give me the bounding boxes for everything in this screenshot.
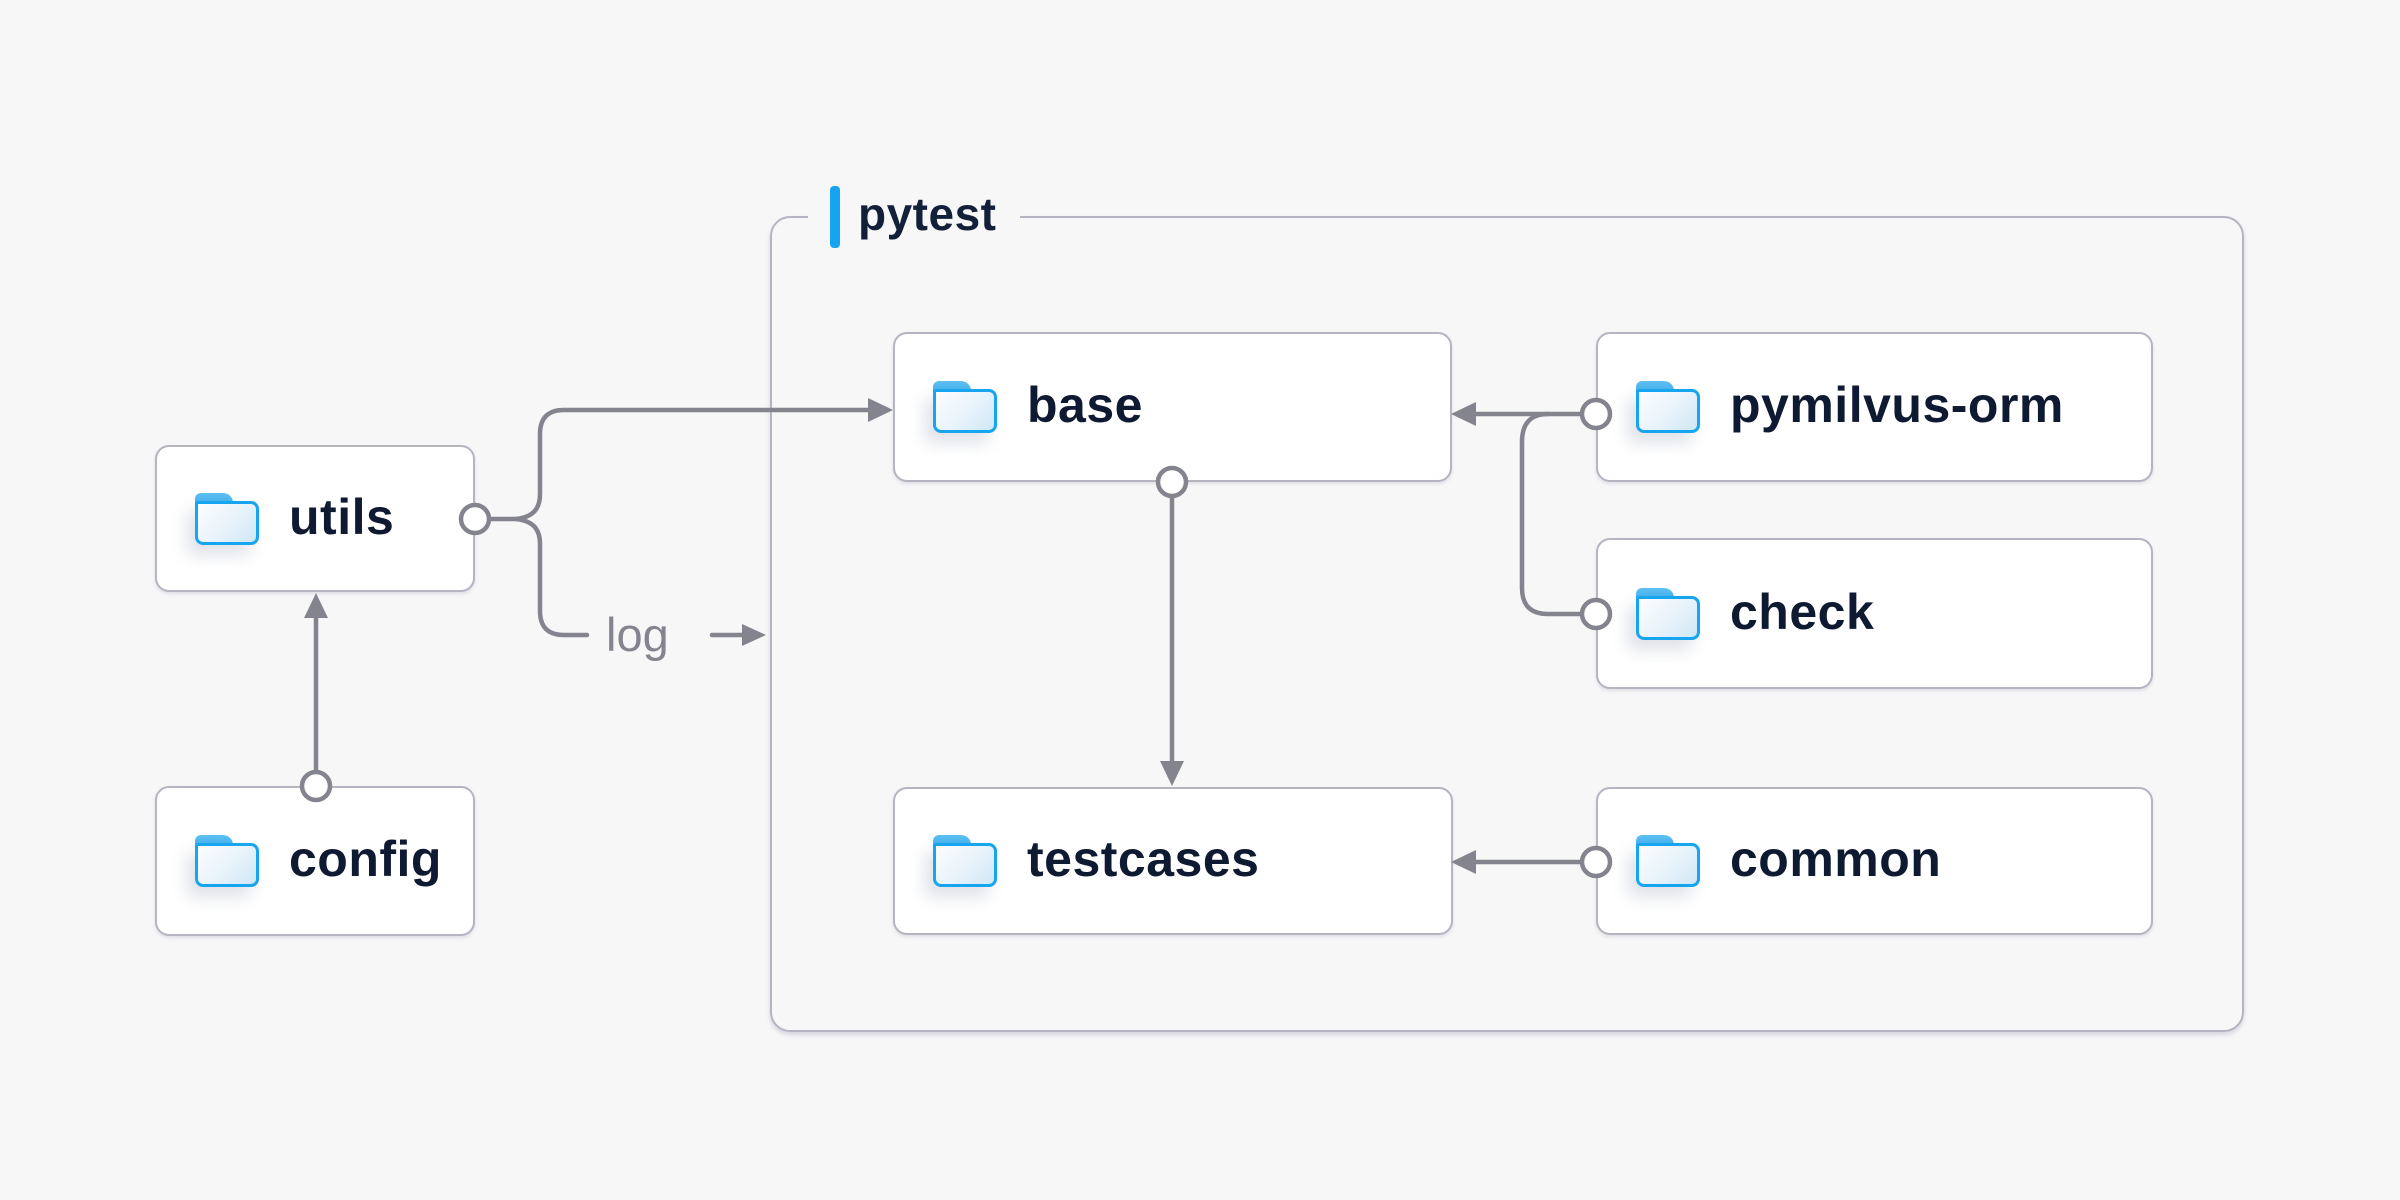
node-check[interactable]: check (1596, 538, 2153, 689)
edge-label-log: log (606, 608, 669, 661)
node-label: testcases (1027, 831, 1260, 887)
node-label: common (1730, 831, 1942, 887)
group-title: pytest (858, 188, 997, 240)
folder-icon (1636, 835, 1700, 887)
edge-config-utils (299, 593, 333, 803)
node-pymilvus-orm[interactable]: pymilvus-orm (1596, 332, 2153, 482)
folder-icon (1636, 587, 1700, 640)
node-testcases[interactable]: testcases (893, 787, 1453, 935)
node-base[interactable]: base (893, 332, 1452, 482)
node-common[interactable]: common (1596, 787, 2153, 935)
node-label: base (1027, 377, 1143, 433)
node-label: check (1730, 583, 1875, 640)
accent-bar (830, 186, 840, 248)
folder-icon (1636, 381, 1700, 433)
node-label: pymilvus-orm (1730, 377, 2064, 433)
folder-icon (933, 381, 997, 433)
node-utils[interactable]: utils (155, 445, 475, 592)
folder-icon (933, 835, 997, 887)
folder-icon (195, 835, 259, 887)
folder-icon (195, 492, 259, 545)
node-config[interactable]: config (155, 786, 475, 936)
edge-utils-log: log (513, 516, 766, 661)
group-pytest-label: pytest (808, 185, 1021, 249)
group-pytest: pytest (770, 185, 2244, 1032)
node-label: config (289, 831, 442, 887)
node-label: utils (289, 488, 395, 545)
